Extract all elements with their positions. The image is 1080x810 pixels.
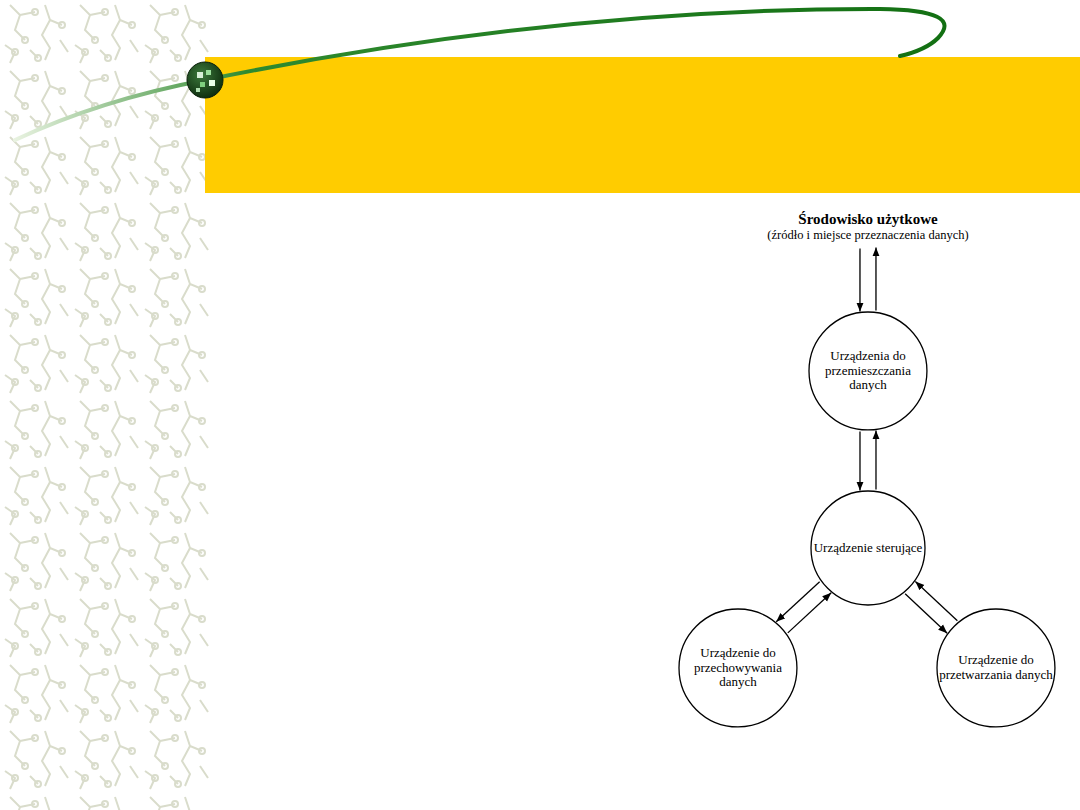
control-circle: Urządzenie sterujące — [810, 490, 926, 606]
node-label: Urządzenie do przechowywania danych — [678, 646, 798, 691]
node-label: Urządzenie do przetwarzania danych — [936, 653, 1056, 683]
circle-shape — [937, 609, 1055, 727]
flow-arrow — [859, 431, 860, 490]
node-label: Urządzenia do przemieszczania danych — [808, 349, 928, 394]
node-label: Urządzenie sterujące — [814, 541, 923, 556]
circle-shape — [811, 491, 925, 605]
flow-arrow — [875, 430, 876, 489]
flow-arrow — [905, 594, 947, 633]
flow-arrow — [915, 581, 957, 620]
flow-arrow — [875, 248, 876, 311]
data-transfer-circle: Urządzenia do przemieszczania danych — [808, 311, 928, 431]
flow-arrow — [776, 582, 819, 622]
user-environment: Środowisko użytkowe(źródło i miejsce prz… — [703, 208, 1033, 245]
circle-shape — [679, 609, 797, 727]
processing-circle: Urządzenie do przetwarzania danych — [936, 608, 1056, 728]
flow-arrow — [788, 593, 831, 633]
circle-shape — [809, 312, 927, 430]
node-subtitle: (źródło i miejsce przeznaczenia danych) — [767, 228, 968, 243]
node-label: Środowisko użytkowe — [798, 210, 937, 228]
flow-arrow — [859, 249, 860, 312]
storage-circle: Urządzenie do przechowywania danych — [678, 608, 798, 728]
